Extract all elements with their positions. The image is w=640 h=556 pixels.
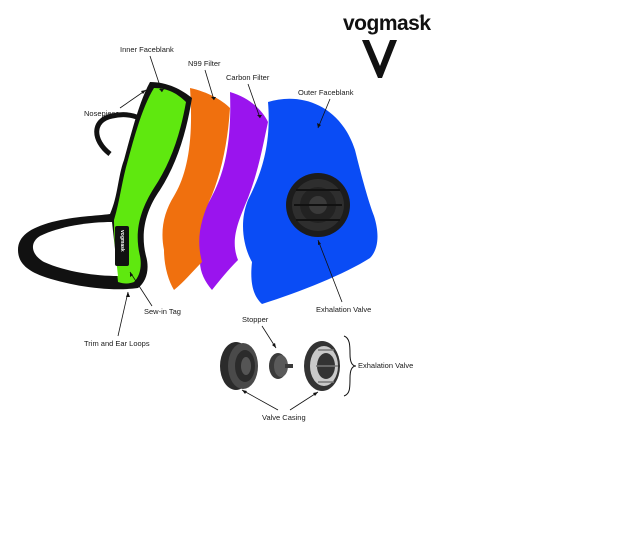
ear-loop-front xyxy=(32,222,118,276)
label-outer-faceblank: Outer Faceblank xyxy=(298,88,354,97)
inner-faceblank-layer xyxy=(114,88,186,284)
leader-carbon-filter xyxy=(247,83,261,119)
label-inner-faceblank: Inner Faceblank xyxy=(120,45,174,54)
leader-sew-in-tag xyxy=(129,271,153,307)
sew-in-tag-text: vogmask xyxy=(119,230,125,252)
exhalation-valve-brace xyxy=(343,335,357,397)
valve-casing-front-icon xyxy=(304,341,340,391)
label-exhalation-valve-group: Exhalation Valve xyxy=(358,361,413,370)
leader-nosepiece xyxy=(119,89,147,109)
valve-casing-back-icon xyxy=(220,342,258,390)
stopper-icon xyxy=(269,353,293,379)
label-stopper: Stopper xyxy=(242,315,269,324)
sew-in-tag: vogmask xyxy=(115,226,129,266)
label-sew-in-tag: Sew-in Tag xyxy=(144,307,181,316)
vogmask-logo: vogmask ® xyxy=(343,12,432,78)
carbon-filter-layer xyxy=(198,92,268,290)
label-nosepiece: Nosepiece xyxy=(84,109,119,118)
label-n99-filter: N99 Filter xyxy=(188,59,221,68)
leader-valve-casing-front xyxy=(289,391,319,411)
registered-mark: ® xyxy=(419,14,422,19)
leader-outer-faceblank xyxy=(317,98,331,129)
label-carbon-filter: Carbon Filter xyxy=(226,73,270,82)
leader-inner-faceblank xyxy=(149,55,163,93)
leader-exhalation-valve-mask xyxy=(317,239,343,303)
label-exhalation-valve-mask: Exhalation Valve xyxy=(316,305,371,314)
n99-filter-layer xyxy=(162,88,230,290)
vogmask-v-logo-icon xyxy=(362,40,397,78)
leader-valve-casing-back xyxy=(241,389,279,411)
mask-exhalation-valve-icon xyxy=(286,173,350,237)
label-valve-casing: Valve Casing xyxy=(262,413,306,422)
leader-trim-and-ear-loops xyxy=(117,291,129,337)
label-trim-and-ear-loops: Trim and Ear Loops xyxy=(84,339,150,348)
brand-name: vogmask xyxy=(343,12,431,35)
leader-n99-filter xyxy=(204,69,215,101)
